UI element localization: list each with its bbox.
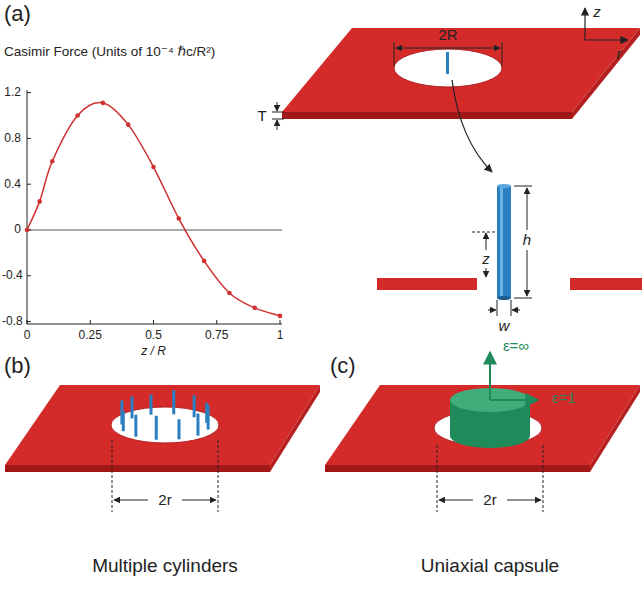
dimension-label: 2r	[158, 492, 171, 509]
cylinder	[172, 390, 175, 414]
data-point	[151, 165, 156, 170]
dimension-label: T	[257, 108, 266, 125]
data-point	[202, 259, 207, 264]
force-curve-line	[27, 103, 280, 316]
tick-label: -0.4	[2, 269, 23, 282]
data-point	[50, 159, 55, 164]
tick-label: 0.75	[205, 329, 228, 342]
tick-label: 1	[277, 329, 284, 342]
capsule-axes	[490, 352, 538, 400]
cylinder	[134, 415, 137, 437]
dimension-label: 2R	[438, 27, 457, 44]
cylinder	[155, 416, 158, 440]
permittivity-label: ε=1	[552, 390, 576, 407]
dimension-T	[272, 102, 284, 130]
multiple-cylinders	[120, 390, 209, 439]
plate-a	[282, 28, 640, 119]
plate-c	[325, 385, 640, 472]
dimension-label: z	[482, 251, 490, 268]
plate-b	[5, 385, 320, 472]
panel-label: (c)	[330, 354, 356, 378]
data-point	[37, 199, 42, 204]
data-point	[278, 314, 283, 319]
plot-axes	[27, 90, 282, 324]
data-point	[227, 291, 232, 296]
panel-caption: Uniaxial capsule	[421, 556, 559, 577]
tick-label: 0.4	[4, 178, 21, 191]
dimension-label: 2r	[483, 492, 496, 509]
cylinder	[131, 396, 134, 418]
dimension-label: h	[523, 232, 531, 249]
data-point	[126, 122, 131, 127]
data-point	[101, 101, 106, 106]
zoom-arrow	[452, 80, 492, 172]
data-point	[177, 216, 182, 221]
tick-label: 0.5	[145, 329, 162, 342]
cylinder	[196, 414, 199, 436]
dimension-2r-c	[437, 445, 543, 512]
cylinder	[205, 403, 208, 423]
axis-label: z / R	[141, 345, 166, 358]
cylinder	[150, 395, 153, 415]
coordinate-axes	[585, 8, 628, 40]
axis-name: r	[617, 46, 622, 63]
force-curve	[25, 101, 283, 319]
tick-label: -0.8	[2, 315, 23, 328]
data-point	[252, 306, 257, 311]
tick-label: 0	[24, 329, 31, 342]
tick-label: 0	[14, 223, 21, 236]
tick-label: 1.2	[4, 86, 21, 99]
zoom-dimensions	[472, 186, 532, 316]
tick-label: 0.8	[4, 132, 21, 145]
axis-title: Casimir Force (Units of 10⁻⁴ ℏc/R²)	[4, 45, 215, 60]
dimension-label: w	[499, 318, 510, 335]
cylinder	[177, 419, 180, 439]
panel-label: (a)	[4, 2, 31, 26]
data-point	[75, 113, 80, 118]
dimension-2r-b	[112, 440, 218, 512]
panel-label: (b)	[4, 354, 31, 378]
permittivity-label: ε=∞	[503, 338, 529, 355]
dimension-2R	[394, 42, 502, 66]
zoom-detail	[377, 184, 642, 300]
panel-caption: Multiple cylinders	[92, 556, 238, 577]
cylinder	[120, 400, 123, 424]
cylinder	[193, 395, 196, 417]
tick-label: 0.25	[79, 329, 102, 342]
axis-name: z	[593, 4, 601, 21]
data-point	[25, 228, 30, 233]
